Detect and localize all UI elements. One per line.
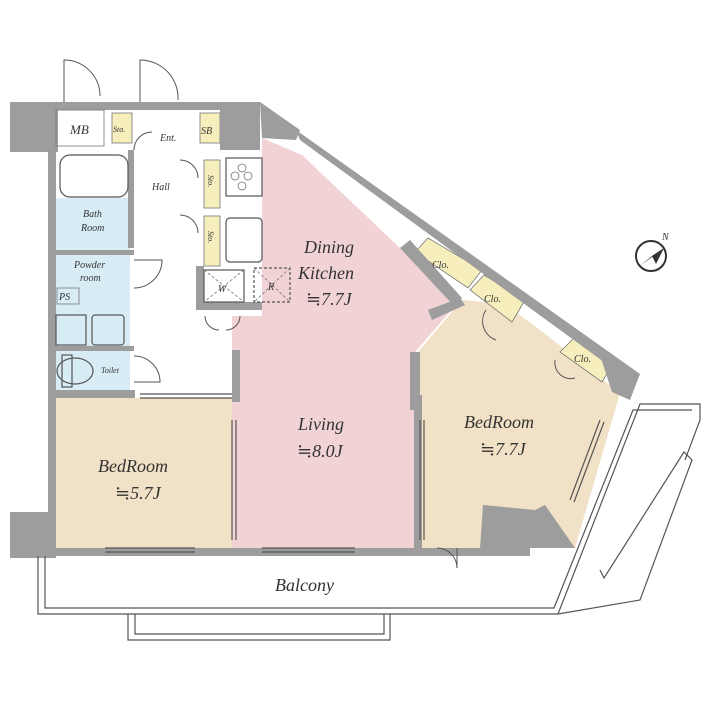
bath-room-floor <box>55 198 130 250</box>
sliding-doors <box>105 393 605 553</box>
closet-2-label: Clo. <box>484 294 501 305</box>
bedroom-left-size: ≒5.7J <box>115 483 162 503</box>
mb-label: MB <box>69 122 89 137</box>
bedroom-right-label: BedRoom <box>464 412 534 432</box>
living-size: ≒8.0J <box>297 441 344 461</box>
bath-room-label-2: Room <box>80 223 104 234</box>
closet-1-label: Clo. <box>432 260 449 271</box>
storage-entrance <box>111 112 133 144</box>
powder-room-label-1: Powder <box>73 260 105 271</box>
balcony-outline <box>37 403 701 641</box>
toilet-label: Toilet <box>101 366 120 375</box>
dining-kitchen-living-floor <box>232 138 462 548</box>
washer-label: W <box>218 284 228 295</box>
north-compass: N <box>635 232 670 272</box>
north-label: N <box>661 232 670 243</box>
balcony-label: Balcony <box>275 575 334 595</box>
storage-hall-2 <box>203 215 221 267</box>
bedroom-right-floor <box>418 300 620 548</box>
hall-label: Hall <box>151 182 170 193</box>
storage-hall-1 <box>203 159 221 209</box>
dining-kitchen-label-2: Kitchen <box>297 263 354 283</box>
living-label: Living <box>297 414 344 434</box>
storage-hall-1-label: Sto. <box>206 175 215 187</box>
dining-kitchen-label-1: Dining <box>303 237 354 257</box>
fixtures <box>55 109 291 388</box>
bedroom-right-size: ≒7.7J <box>480 439 527 459</box>
dining-kitchen-size: ≒7.7J <box>306 289 353 309</box>
bedroom-left-label: BedRoom <box>98 456 168 476</box>
bath-room-label-1: Bath <box>83 209 102 220</box>
closet-3-label: Clo. <box>574 354 591 365</box>
powder-room-label-2: room <box>80 273 101 284</box>
ps-label: PS <box>58 292 70 303</box>
fridge-label: R <box>267 282 274 293</box>
storage-entrance-label: Sto. <box>113 125 125 134</box>
storage-hall-2-label: Sto. <box>206 231 215 243</box>
bedroom-left-floor <box>55 398 232 548</box>
doors <box>63 59 576 569</box>
shoe-box-label: SB <box>201 126 212 137</box>
entrance-label: Ent. <box>159 133 176 144</box>
